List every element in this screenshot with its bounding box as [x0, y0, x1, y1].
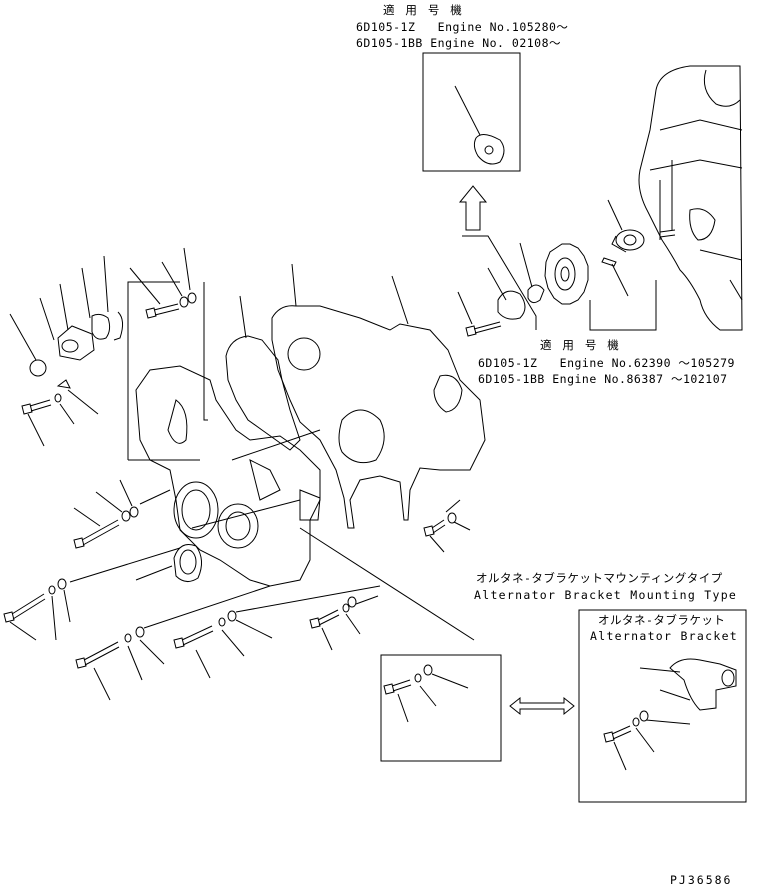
inset-top-line2: 6D105-1BB Engine No. 02108～ [356, 36, 562, 50]
inset-mid-line2: 6D105-1BB Engine No.86387 ～102107 [478, 372, 728, 386]
thrust-plate-part [488, 268, 525, 319]
inset-bracket-mid [590, 280, 656, 330]
inset-mid-line1: 6D105-1Z Engine No.62390 ～105279 [478, 356, 735, 370]
inset-box-bracket [579, 610, 746, 802]
bolt-part [458, 292, 501, 336]
double-arrow-icon [510, 698, 574, 714]
alternator-bracket-part [604, 659, 736, 770]
drive-assembly-part [10, 256, 123, 414]
inset-top-title: 適 用 号 機 [383, 3, 464, 17]
idler-gear-part [545, 244, 588, 304]
cover-gasket [226, 336, 300, 450]
bracket-box-jp: オルタネ-タブラケット [598, 613, 726, 627]
bolt-washer-group [4, 248, 470, 700]
front-gear-cover [136, 366, 320, 586]
idler-shaft-part [602, 200, 675, 296]
up-arrow-icon [460, 186, 486, 230]
inset-mid-title: 適 用 号 機 [540, 338, 621, 352]
bolt-washer-inset [384, 665, 468, 722]
fastener-bracket-lines [128, 282, 320, 528]
plate-gasket [272, 306, 485, 528]
cap-plug-part [455, 86, 504, 164]
inset-box-bottom [381, 655, 501, 761]
oil-seal-part [136, 545, 202, 582]
inset-box-top [423, 53, 520, 171]
engine-block [639, 66, 742, 330]
inset-top-line1: 6D105-1Z Engine No.105280～ [356, 20, 569, 34]
mounting-type-jp: オルタネ-タブラケットマウンティングタイプ [476, 571, 723, 585]
bracket-box-en: Alternator Bracket [590, 629, 739, 643]
drawing-code: PJ36586 [670, 873, 733, 887]
bushing-part [520, 243, 544, 303]
mounting-type-en: Alternator Bracket Mounting Type [474, 588, 738, 602]
